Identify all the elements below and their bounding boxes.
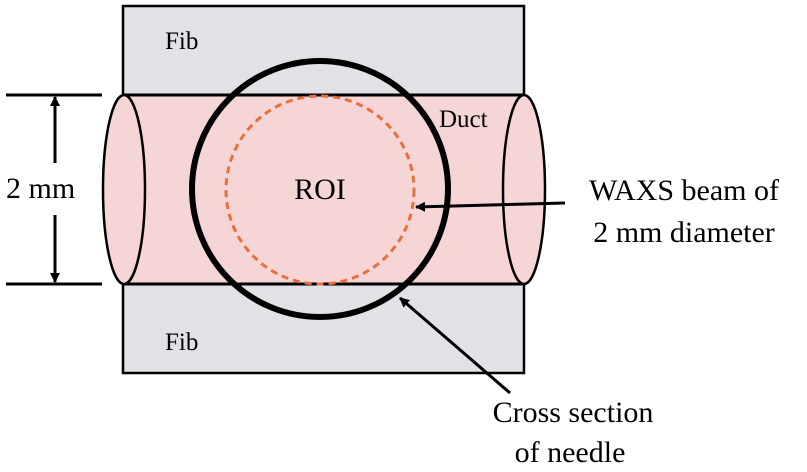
- fib-bottom-region: [121, 282, 526, 375]
- beam-label-line1: WAXS beam of: [589, 174, 779, 207]
- fib-top-label: Fib: [165, 28, 198, 55]
- needle-cross-section-circle: [189, 58, 451, 320]
- duct-right-end: [501, 93, 547, 286]
- beam-label-line2: 2 mm diameter: [593, 216, 775, 249]
- dimension-label: 2 mm: [6, 172, 75, 205]
- duct-label: Duct: [439, 106, 488, 133]
- needle-label-line2: of needle: [515, 436, 626, 469]
- fib-bottom-label: Fib: [165, 329, 198, 356]
- needle-callout-arrow: [399, 296, 511, 395]
- needle-label-line1: Cross section: [493, 396, 654, 429]
- roi-circle: [224, 94, 416, 286]
- fib-top-region: [121, 4, 526, 97]
- duct-left-end: [101, 93, 147, 286]
- roi-label: ROI: [294, 173, 346, 206]
- beam-callout-arrow: [415, 201, 566, 212]
